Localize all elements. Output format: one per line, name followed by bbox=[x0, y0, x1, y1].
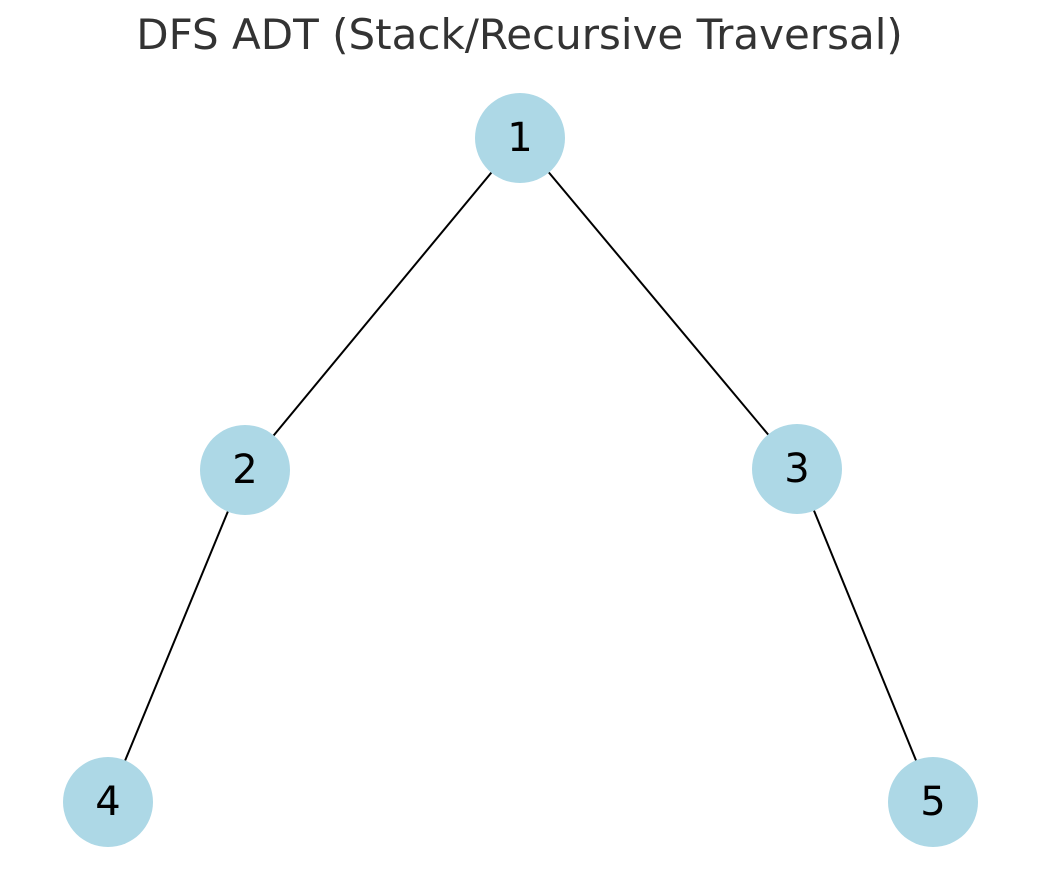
node-5: 5 bbox=[888, 757, 978, 847]
node-5-circle bbox=[888, 757, 978, 847]
nodes-layer: 1 2 3 4 5 bbox=[63, 93, 978, 847]
edges-layer bbox=[107, 137, 934, 803]
node-2-label: 2 bbox=[232, 447, 257, 493]
node-3: 3 bbox=[752, 424, 842, 514]
edge-1-3 bbox=[519, 137, 798, 470]
edge-1-2 bbox=[244, 137, 521, 471]
node-3-label: 3 bbox=[784, 446, 809, 492]
node-4: 4 bbox=[63, 757, 153, 847]
edge-2-4 bbox=[107, 469, 246, 803]
edge-3-5 bbox=[796, 468, 934, 803]
node-1-circle bbox=[475, 93, 565, 183]
node-2: 2 bbox=[200, 425, 290, 515]
node-4-circle bbox=[63, 757, 153, 847]
node-4-label: 4 bbox=[95, 779, 120, 825]
node-5-label: 5 bbox=[920, 779, 945, 825]
figure-title: DFS ADT (Stack/Recursive Traversal) bbox=[136, 10, 903, 59]
node-1: 1 bbox=[475, 93, 565, 183]
node-1-label: 1 bbox=[507, 115, 532, 161]
node-2-circle bbox=[200, 425, 290, 515]
node-3-circle bbox=[752, 424, 842, 514]
